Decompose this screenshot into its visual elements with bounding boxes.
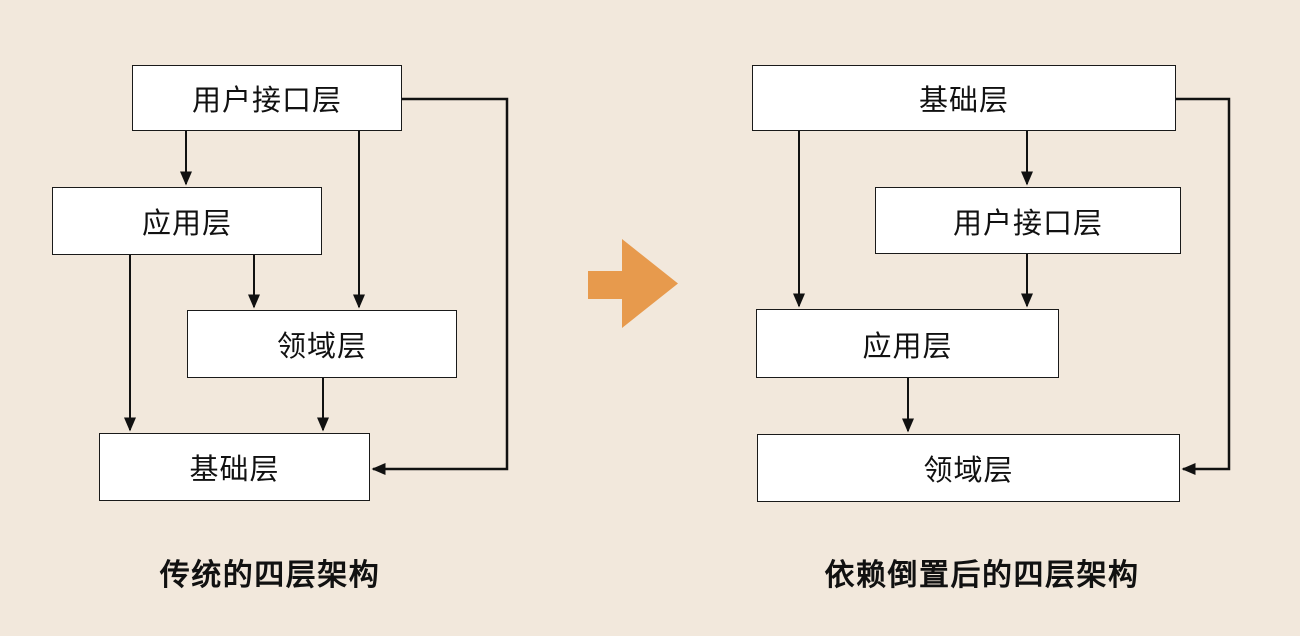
left-node-domain-layer-label: 领域层 [276,331,367,363]
right-node-infrastructure-layer-label: 基础层 [918,85,1009,117]
left-node-application-layer: 应用层 [52,187,322,255]
left-node-infrastructure-layer: 基础层 [99,433,370,501]
left-node-domain-layer: 领域层 [187,310,457,378]
edge-right-infrastructure-to-domain-loop [1176,97,1231,475]
right-node-ui-layer: 用户接口层 [875,187,1181,254]
right-node-application-layer-label: 应用层 [862,330,953,363]
left-node-ui-layer-label: 用户接口层 [191,85,342,117]
left-diagram-caption: 传统的四层架构 [159,559,381,592]
right-node-domain-layer-label: 领域层 [923,455,1014,487]
right-diagram-caption: 依赖倒置后的四层架构 [824,559,1140,592]
edge-left-ui-to-infrastructure-loop [371,97,509,475]
left-node-ui-layer: 用户接口层 [132,65,402,131]
left-node-infrastructure-layer-label: 基础层 [189,454,280,486]
right-arrow-icon [588,239,678,328]
right-node-ui-layer-label: 用户接口层 [952,207,1103,240]
left-node-application-layer-label: 应用层 [141,208,232,240]
right-node-application-layer: 应用层 [756,309,1059,378]
right-node-infrastructure-layer: 基础层 [752,65,1176,131]
right-node-domain-layer: 领域层 [757,434,1180,502]
